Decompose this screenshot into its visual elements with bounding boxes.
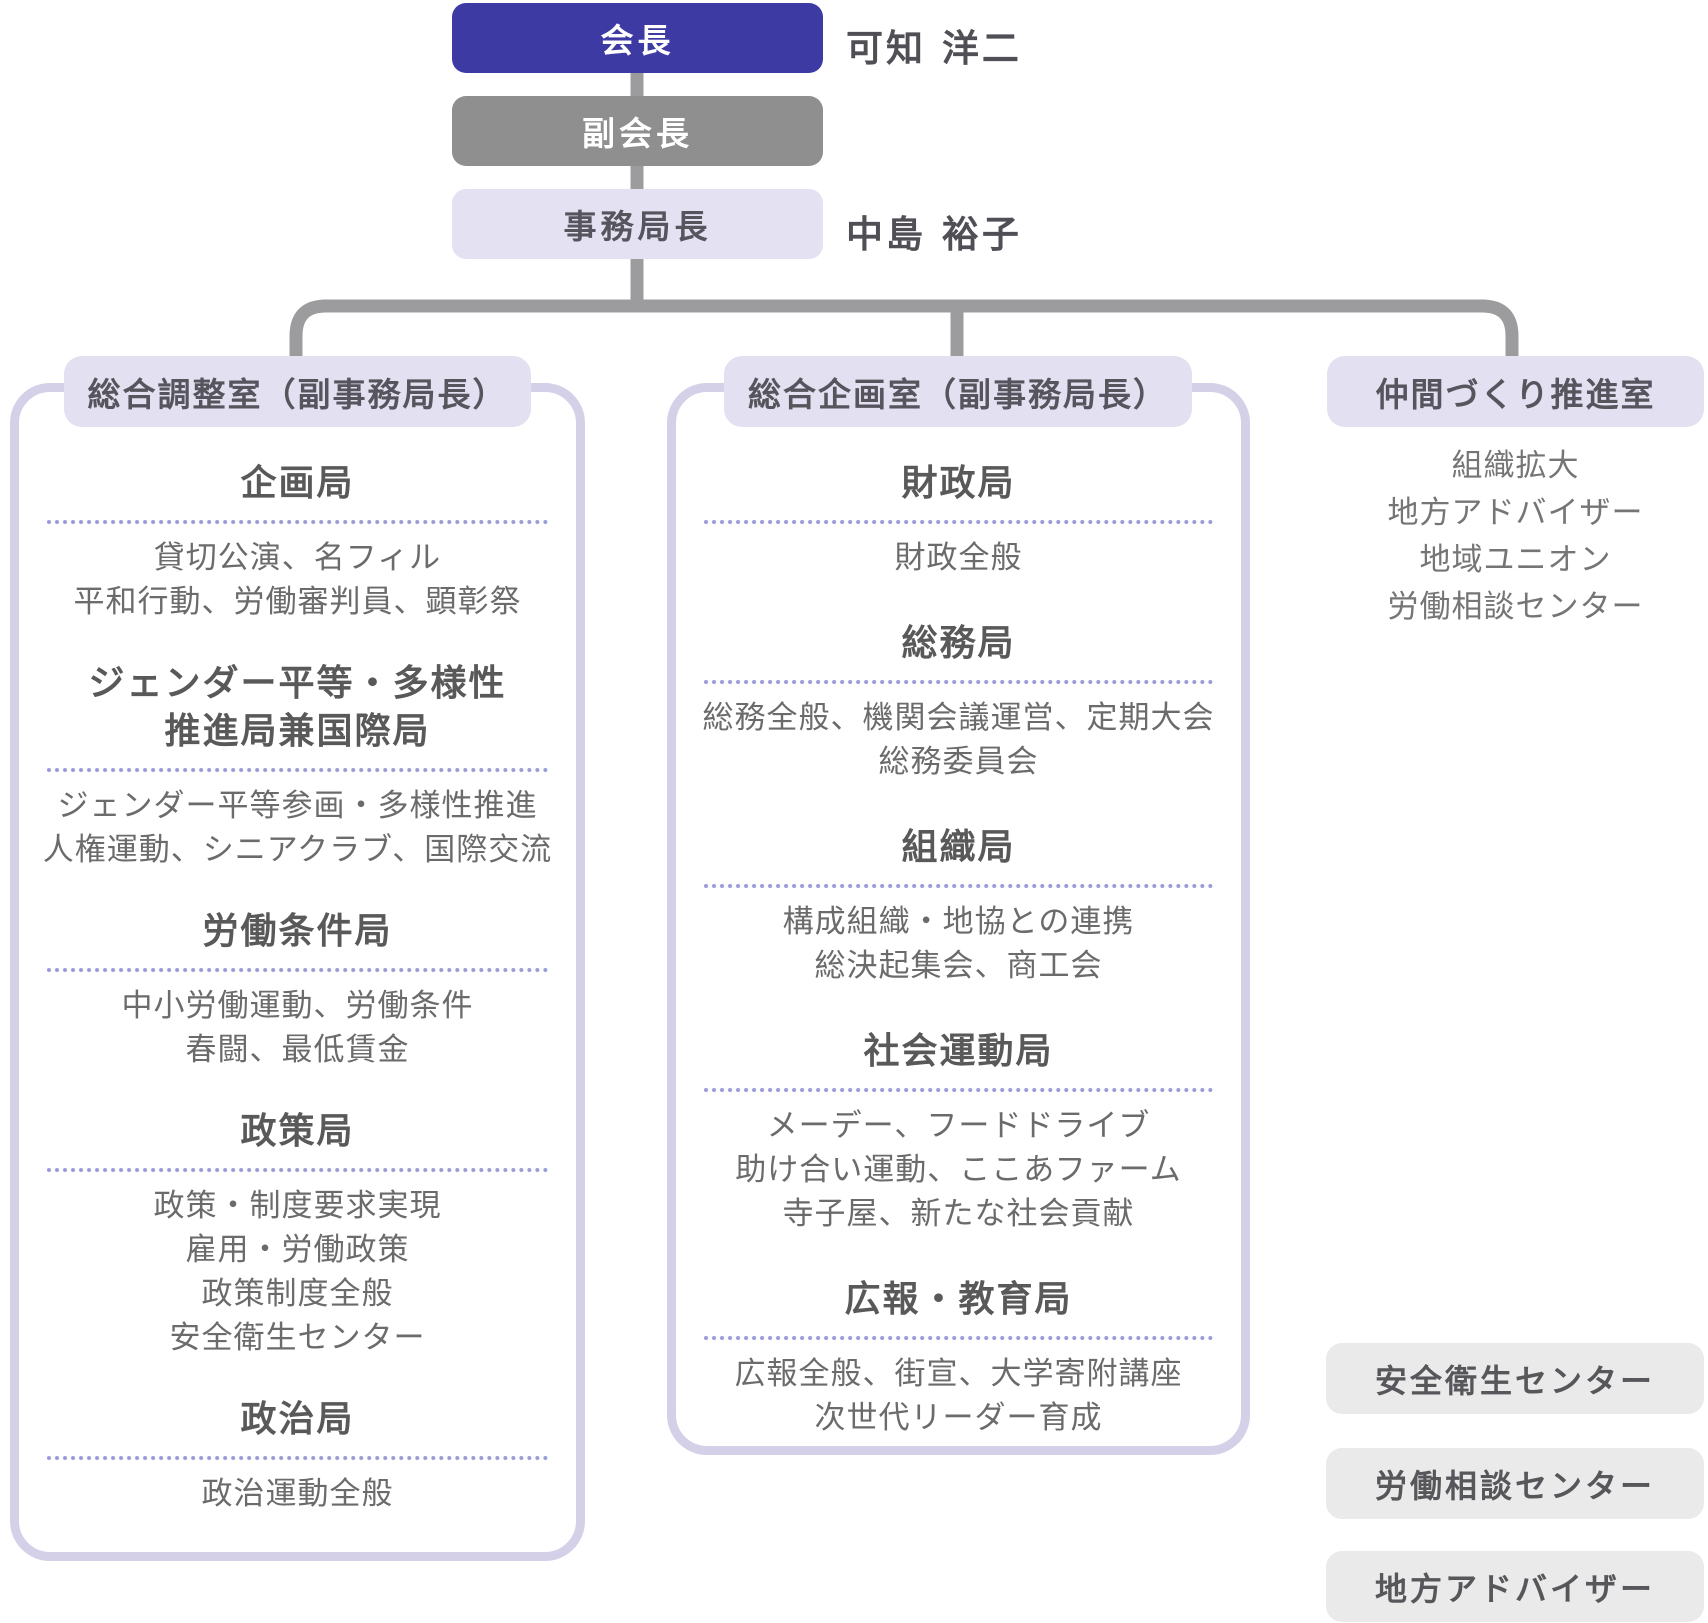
- dotted-divider: [47, 1456, 548, 1460]
- dotted-divider: [47, 1168, 548, 1172]
- bureau-item: 寺子屋、新たな社会貢献: [782, 1196, 1135, 1232]
- secretary-general-box: 事務局長: [452, 189, 823, 259]
- bureau-item: 平和行動、労働審判員、顕彰祭: [73, 584, 522, 620]
- bureau-item: 構成組織・地協との連携: [782, 904, 1135, 940]
- bureau-item: 総務全般、機関会議運営、定期大会: [702, 700, 1215, 736]
- membership-item: 組織拡大: [1451, 448, 1580, 484]
- bureau-item: 総務委員会: [878, 744, 1039, 780]
- bureau-item: 人権運動、シニアクラブ、国際交流: [42, 832, 553, 868]
- bureau-heading: 総務局: [901, 623, 1016, 664]
- center-box: 労働相談センター: [1326, 1448, 1704, 1519]
- coordination-office-card: 企画局貸切公演、名フィル平和行動、労働審判員、顕彰祭ジェンダー平等・多様性 推進…: [10, 383, 585, 1561]
- planning-office-card: 財政局財政全般総務局総務全般、機関会議運営、定期大会総務委員会組織局構成組織・地…: [667, 383, 1250, 1455]
- bureau-item: 政治運動全般: [201, 1476, 394, 1512]
- bureau-section: 社会運動局メーデー、フードドライブ助け合い運動、ここあファーム寺子屋、新たな社会…: [698, 1028, 1219, 1236]
- membership-promotion-list: 組織拡大地方アドバイザー地域ユニオン労働相談センター: [1327, 443, 1704, 631]
- dotted-divider: [704, 680, 1213, 684]
- bureau-item: メーデー、フードドライブ: [766, 1108, 1151, 1144]
- bureau-heading: 社会運動局: [863, 1031, 1054, 1072]
- bureau-section: 財政局財政全般: [698, 460, 1219, 580]
- bureau-heading: 政治局: [240, 1399, 355, 1440]
- membership-item: 地域ユニオン: [1419, 542, 1612, 578]
- dotted-divider: [47, 768, 548, 772]
- bureau-heading: 財政局: [901, 463, 1016, 504]
- bureau-heading: 労働条件局: [202, 911, 393, 952]
- bureau-section: 労働条件局中小労働運動、労働条件春闘、最低賃金: [41, 908, 554, 1072]
- bureau-item: 総決起集会、商工会: [814, 948, 1103, 984]
- vice-chairman-label: 副会長: [582, 114, 693, 153]
- coordination-office-title: 総合調整室（副事務局長）: [64, 356, 531, 427]
- vice-chairman-box: 副会長: [452, 96, 823, 166]
- dotted-divider: [704, 884, 1213, 888]
- secretary-general-name: 中島 裕子: [846, 213, 1022, 256]
- dotted-divider: [704, 520, 1213, 524]
- dotted-divider: [704, 1336, 1213, 1340]
- membership-promotion-title: 仲間づくり推進室: [1327, 356, 1704, 427]
- center-box: 安全衛生センター: [1326, 1343, 1704, 1414]
- bureau-section: 広報・教育局広報全般、街宣、大学寄附講座次世代リーダー育成: [698, 1276, 1219, 1440]
- bureau-item: 貸切公演、名フィル: [153, 540, 442, 576]
- chairman-name: 可知 洋二: [846, 27, 1022, 70]
- bureau-heading: 企画局: [240, 463, 355, 504]
- bureau-section: 政策局政策・制度要求実現雇用・労働政策政策制度全般安全衛生センター: [41, 1108, 554, 1360]
- bureau-section: 政治局政治運動全般: [41, 1396, 554, 1516]
- bureau-item: 安全衛生センター: [169, 1320, 426, 1356]
- planning-office-title: 総合企画室（副事務局長）: [724, 356, 1192, 427]
- bureau-section: 組織局構成組織・地協との連携総決起集会、商工会: [698, 824, 1219, 988]
- chairman-box: 会長: [452, 3, 823, 73]
- dotted-divider: [704, 1088, 1213, 1092]
- bureau-item: 助け合い運動、ここあファーム: [735, 1152, 1182, 1188]
- planning-office-sections: 財政局財政全般総務局総務全般、機関会議運営、定期大会総務委員会組織局構成組織・地…: [698, 460, 1219, 1440]
- secretary-general-label: 事務局長: [563, 207, 712, 246]
- bureau-heading: ジェンダー平等・多様性 推進局兼国際局: [88, 663, 507, 752]
- membership-item: 労働相談センター: [1387, 589, 1644, 625]
- bureau-item: 政策・制度要求実現: [153, 1188, 442, 1224]
- bureau-item: 広報全般、街宣、大学寄附講座: [734, 1356, 1183, 1392]
- coordination-office-sections: 企画局貸切公演、名フィル平和行動、労働審判員、顕彰祭ジェンダー平等・多様性 推進…: [41, 460, 554, 1516]
- bureau-section: ジェンダー平等・多様性 推進局兼国際局ジェンダー平等参画・多様性推進人権運動、シ…: [41, 660, 554, 872]
- bureau-heading: 組織局: [901, 827, 1016, 868]
- center-box: 地方アドバイザー: [1326, 1551, 1704, 1622]
- membership-item: 地方アドバイザー: [1387, 495, 1644, 531]
- bureau-item: 中小労働運動、労働条件: [121, 988, 474, 1024]
- dotted-divider: [47, 520, 548, 524]
- dotted-divider: [47, 968, 548, 972]
- chairman-label: 会長: [600, 21, 675, 60]
- bureau-item: 春闘、最低賃金: [185, 1032, 410, 1068]
- bureau-item: 雇用・労働政策: [185, 1232, 410, 1268]
- bureau-section: 総務局総務全般、機関会議運営、定期大会総務委員会: [698, 620, 1219, 784]
- bureau-section: 企画局貸切公演、名フィル平和行動、労働審判員、顕彰祭: [41, 460, 554, 624]
- bureau-item: 政策制度全般: [201, 1276, 394, 1312]
- bureau-heading: 広報・教育局: [844, 1279, 1073, 1320]
- bureau-item: 財政全般: [894, 540, 1023, 576]
- bureau-item: ジェンダー平等参画・多様性推進: [57, 788, 538, 824]
- bureau-item: 次世代リーダー育成: [814, 1400, 1103, 1436]
- bureau-heading: 政策局: [240, 1111, 355, 1152]
